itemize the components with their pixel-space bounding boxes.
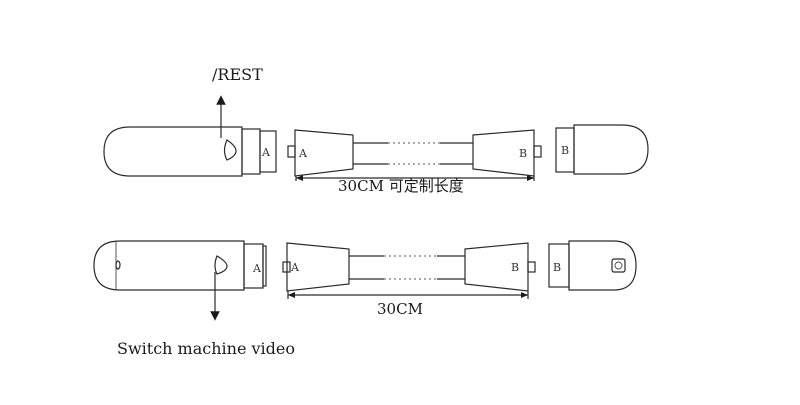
bottom-reset-button-icon: [214, 255, 228, 275]
bottom-right-connector-label: B: [553, 261, 561, 274]
top-reset-button-icon: [223, 139, 237, 161]
bottom-left-connector-label: A: [252, 262, 262, 275]
top-right-connector-label: B: [561, 144, 569, 157]
top-dimension: 30CM 可定制长度: [295, 175, 535, 195]
top-cable-a-label: A: [298, 147, 308, 160]
bottom-dimension-label: 30CM: [377, 300, 423, 318]
top-dimension-label: 30CM 可定制长度: [338, 177, 464, 195]
top-right-device: B: [555, 124, 649, 175]
bottom-left-device: A: [93, 240, 267, 291]
bottom-dimension: 30CM: [287, 291, 529, 318]
top-left-connector-label: A: [261, 146, 271, 159]
top-left-device: A: [103, 126, 277, 177]
bottom-cable-b-label: B: [511, 261, 519, 274]
top-assembly: A /REST A B: [103, 65, 649, 195]
bottom-right-device: B: [548, 240, 637, 291]
bottom-cable-a-label: A: [290, 261, 300, 274]
top-rest-indicator: /REST: [212, 65, 263, 138]
bottom-cable: A B: [282, 242, 536, 292]
power-button-icon: [611, 258, 626, 273]
caption: Switch machine video: [117, 339, 295, 358]
top-cable-b-label: B: [519, 147, 527, 160]
bottom-assembly: A A B 30CM: [93, 240, 637, 321]
rest-label: /REST: [212, 65, 263, 84]
top-cable: A B: [287, 129, 542, 177]
